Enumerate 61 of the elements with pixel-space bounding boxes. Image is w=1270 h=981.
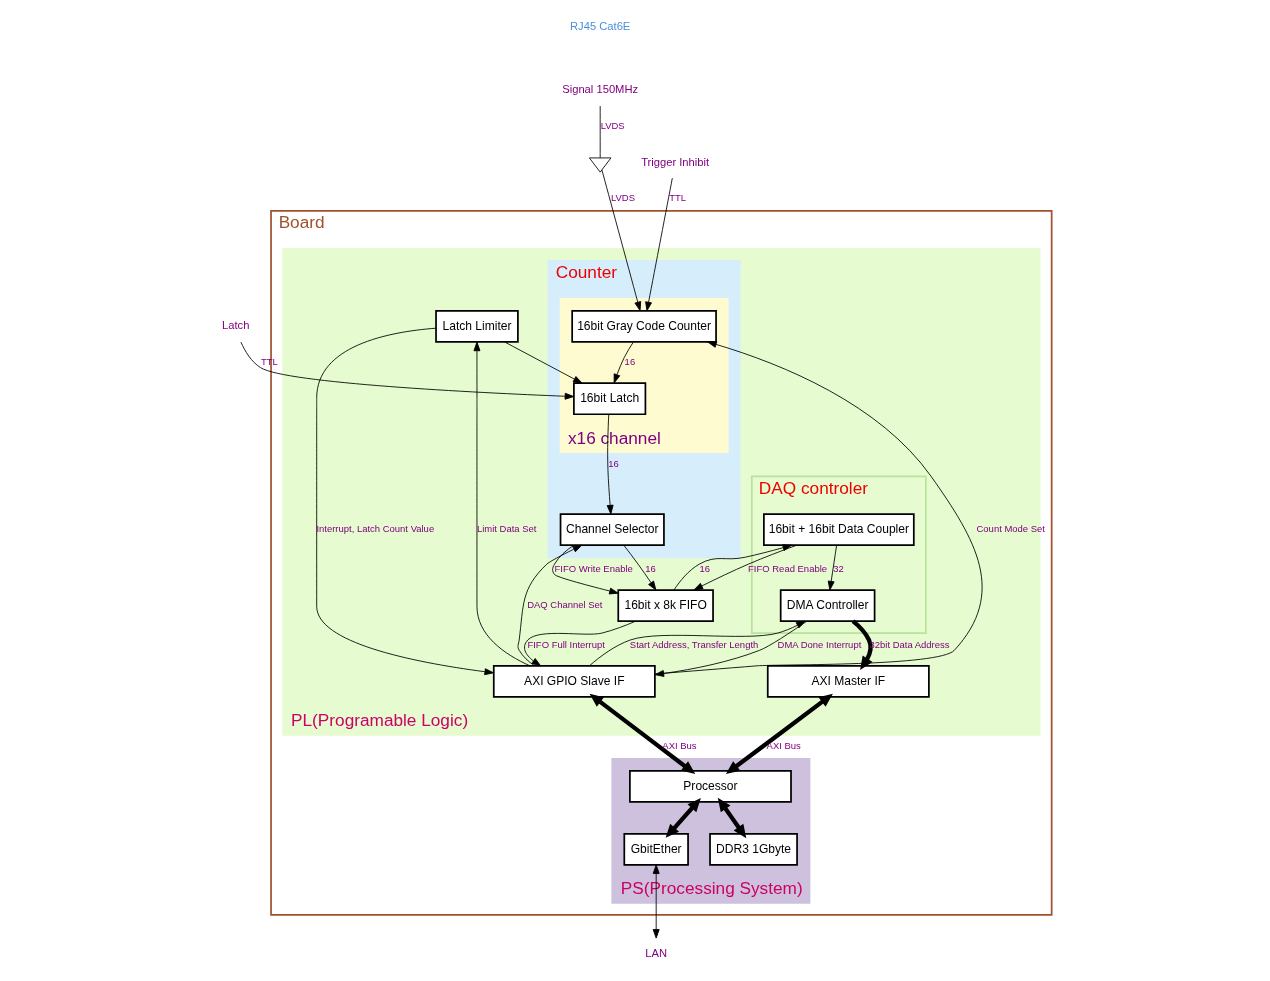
arrow <box>606 413 614 515</box>
arrow <box>654 341 982 675</box>
node-box: AXI GPIO Slave IF <box>492 665 656 698</box>
edge-label: FIFO Full Interrupt <box>526 638 605 650</box>
connector <box>599 105 601 159</box>
edge-label: 16 <box>624 355 635 367</box>
edge-label: DAQ Channel Set <box>526 598 602 610</box>
arrow <box>589 693 695 775</box>
arrow <box>473 341 530 667</box>
arrow <box>654 620 807 677</box>
edge-label: AXI Bus <box>661 740 697 752</box>
node-box: GbitEther <box>622 833 689 866</box>
node-box: DDR3 1Gbyte <box>708 833 798 866</box>
arrow <box>644 177 673 312</box>
arrow <box>315 327 494 676</box>
arrow <box>588 620 806 667</box>
edge-label: FIFO Read Enable <box>747 562 827 574</box>
arrow <box>717 797 746 839</box>
edge-label: Limit Data Set <box>476 523 536 535</box>
arrow <box>665 798 701 838</box>
arrow <box>652 864 660 939</box>
node-triangle <box>588 157 611 173</box>
arrow <box>613 341 634 384</box>
arrow <box>601 169 641 312</box>
arrow <box>523 620 636 667</box>
label: RJ45 Cat6E <box>569 20 630 33</box>
node-text: LAN <box>644 946 667 959</box>
arrow <box>851 619 873 671</box>
arrow <box>551 544 619 595</box>
arrow <box>827 545 837 591</box>
arrow <box>725 693 833 775</box>
node-box: Processor <box>628 770 792 803</box>
edge-label: 16 <box>607 457 619 469</box>
arrow <box>693 544 797 591</box>
arrow <box>503 341 583 384</box>
node-text: Signal 150MHz <box>561 83 638 96</box>
edge-label: 16 <box>644 562 656 574</box>
node-box: 16bit x 8k FIFO <box>616 589 714 622</box>
arrow <box>240 341 574 400</box>
node-box: 16bit Gray Code Counter <box>570 310 717 343</box>
edge-label: AXI Bus <box>766 740 801 752</box>
edge-label: FIFO Write Enable <box>554 562 633 574</box>
edge-label: 16 <box>699 562 710 574</box>
arrow <box>517 544 582 667</box>
node-box: DMA Controller <box>779 589 875 622</box>
edge-label: LVDS <box>610 192 635 204</box>
edge-label: LVDS <box>600 119 625 131</box>
node-text: Trigger Inhibit <box>640 155 709 168</box>
node-box: Channel Selector <box>559 513 665 547</box>
edge-label: TTL <box>668 192 686 204</box>
edge-label: DMA Done Interrupt <box>777 638 861 650</box>
node-text: Latch <box>221 319 249 332</box>
node-box: AXI Master IF <box>766 665 930 698</box>
node-box: 16bit Latch <box>572 382 646 416</box>
arrow <box>623 545 656 591</box>
edge-label: 32 <box>832 562 844 574</box>
edge-label: Start Address, Transfer Length <box>629 638 758 650</box>
arrow <box>673 544 792 591</box>
node-box: 16bit + 16bit Data Coupler <box>762 513 915 547</box>
edge-label: Interrupt, Latch Count Value <box>315 523 434 535</box>
node-box: Latch Limiter <box>434 310 519 343</box>
